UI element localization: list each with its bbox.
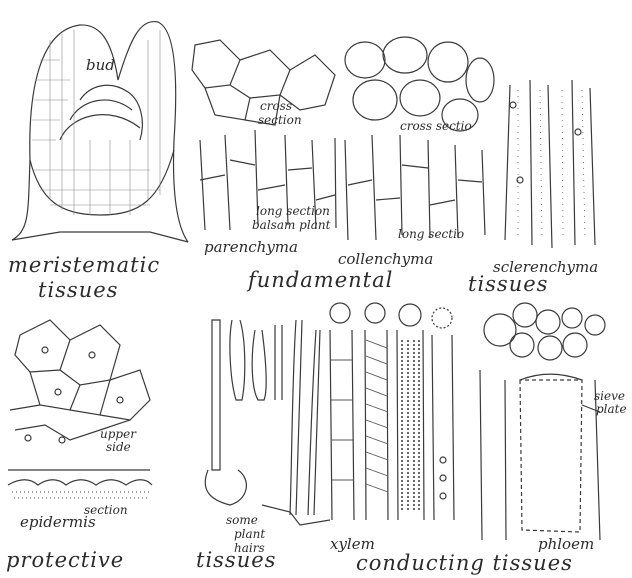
phloem-drawing <box>480 303 605 540</box>
collenchyma-drawing <box>345 37 494 240</box>
parenchyma-cross-label-2: section <box>258 114 302 126</box>
epidermis-upper-drawing <box>10 320 150 443</box>
fundamental-tissues-label: tissues <box>468 274 548 295</box>
fundamental-title: fundamental <box>248 270 393 291</box>
parenchyma-cross-label-1: cross <box>260 100 292 112</box>
protective-tissues-label: tissues <box>196 550 276 571</box>
meristematic-title: meristematic <box>8 255 160 276</box>
sieve-plate-label-1: sieve <box>594 390 625 402</box>
sclerenchyma-drawing <box>505 80 595 248</box>
parenchyma-label: parenchyma <box>204 240 298 255</box>
epidermis-label: epidermis <box>20 515 96 530</box>
upper-side-label-1: upper <box>100 428 136 440</box>
collenchyma-cross-label: cross sectio <box>400 120 472 132</box>
phloem-label: phloem <box>538 537 594 552</box>
bud-label: bud <box>86 58 115 73</box>
xylem-drawing <box>330 303 454 520</box>
protective-title: protective <box>6 550 124 571</box>
xylem-label: xylem <box>330 537 375 552</box>
conducting-title: conducting tissues <box>356 553 573 574</box>
meristematic-bud-drawing <box>12 22 188 242</box>
parenchyma-long-label-2: balsam plant <box>252 219 330 231</box>
parenchyma-drawing <box>192 40 336 230</box>
plant-hairs-label-2: plant <box>234 528 265 540</box>
meristematic-tissues-label: tissues <box>38 280 118 301</box>
collenchyma-long-label: long sectio <box>398 228 464 240</box>
epidermis-section-drawing <box>8 470 152 498</box>
sieve-plate-label-2: plate <box>596 403 627 415</box>
collenchyma-label: collenchyma <box>338 252 433 267</box>
plant-hairs-drawing <box>205 320 330 525</box>
upper-side-label-2: side <box>106 441 131 453</box>
plant-hairs-label-1: some <box>226 514 258 526</box>
parenchyma-long-label-1: long section <box>256 205 330 217</box>
